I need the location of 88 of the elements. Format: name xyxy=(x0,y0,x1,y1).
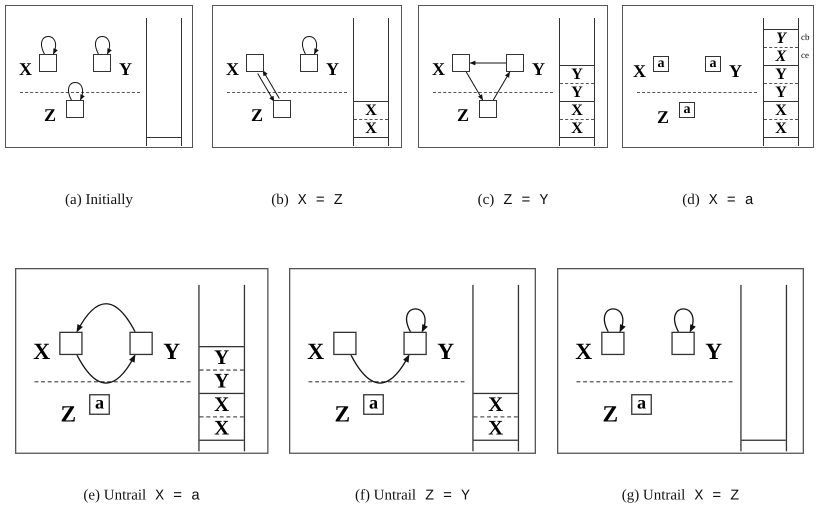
variable-cell: a xyxy=(631,394,652,415)
trail-stack xyxy=(559,18,595,146)
trail-entry: Y xyxy=(764,83,798,101)
trail-stack xyxy=(198,284,246,452)
trail-entry: X xyxy=(474,392,518,416)
variable-cell xyxy=(93,54,111,72)
variable-cell xyxy=(333,332,357,356)
variable-label: Z xyxy=(60,402,76,426)
variable-cell xyxy=(506,54,524,72)
variable-label: Z xyxy=(602,402,618,426)
trail-entry: X xyxy=(764,119,798,137)
pointer-arrow xyxy=(674,308,696,332)
pointer-arrow xyxy=(76,303,136,332)
pointer-arrow xyxy=(40,36,58,55)
pointer-arrow xyxy=(68,82,84,101)
panel-caption: (d) X = a xyxy=(681,192,755,209)
variable-label: Y xyxy=(437,340,454,363)
variable-label: Z xyxy=(657,108,670,126)
trail-stack xyxy=(353,18,389,146)
variable-cell xyxy=(671,332,695,356)
variable-cell xyxy=(129,332,153,356)
pointer-arrow xyxy=(350,354,410,384)
variable-label: Z xyxy=(251,106,264,124)
variable-cell xyxy=(59,332,83,356)
pointer-arrow xyxy=(302,36,318,55)
variable-label: Y xyxy=(119,60,132,78)
variable-label: Y xyxy=(729,62,742,80)
variable-cell xyxy=(403,332,427,356)
variable-cell: a xyxy=(89,394,110,415)
pointer-arrow xyxy=(469,60,506,66)
variable-label: X xyxy=(307,340,324,363)
trail-entry: X xyxy=(354,101,388,119)
variable-cell xyxy=(601,332,625,356)
variable-label: X xyxy=(432,60,445,78)
trail-entry: Y xyxy=(764,65,798,83)
panel-caption: (a) Initially xyxy=(64,192,134,209)
pointer-arrow xyxy=(94,36,112,55)
entry-note: cb xyxy=(801,32,810,42)
variable-label: Y xyxy=(326,60,339,78)
trail-entry: X xyxy=(354,119,388,137)
trail-entry: X xyxy=(560,119,594,137)
variable-cell xyxy=(452,54,470,72)
pointer-arrow xyxy=(604,308,626,332)
trail-entry: Y xyxy=(200,346,244,370)
trail-stack xyxy=(472,284,520,452)
pointer-arrow xyxy=(406,308,428,332)
trail-entry: X xyxy=(560,101,594,119)
trail-entry: X xyxy=(200,392,244,416)
panel-caption: (g) Untrail X = Z xyxy=(620,488,740,505)
variable-cell xyxy=(273,100,291,118)
trail-entry: Y xyxy=(560,83,594,101)
panel-caption: (f) Untrail Z = Y xyxy=(354,488,471,505)
variable-label: X xyxy=(33,340,50,363)
trail-stack xyxy=(740,284,788,452)
variable-label: Y xyxy=(532,60,545,78)
variable-label: Z xyxy=(44,106,56,124)
variable-label: X xyxy=(575,340,592,363)
trail-entry: X xyxy=(200,416,244,440)
variable-label: Y xyxy=(163,340,180,363)
panel-caption: (e) Untrail X = a xyxy=(82,488,202,505)
panel-caption: (c) Z = Y xyxy=(476,192,550,209)
variable-cell: a xyxy=(679,102,695,118)
trail-entry: X xyxy=(764,101,798,119)
variable-cell xyxy=(246,54,264,72)
trail-stack xyxy=(146,18,182,146)
variable-cell xyxy=(39,54,57,72)
variable-label: X xyxy=(633,62,646,80)
trail-entry: Y xyxy=(560,65,594,83)
variable-label: X xyxy=(19,60,32,78)
entry-note: ce xyxy=(801,50,809,60)
trail-entry: X xyxy=(474,416,518,440)
pointer-arrow xyxy=(257,73,275,102)
variable-label: Z xyxy=(334,402,350,426)
variable-cell: a xyxy=(705,56,721,72)
variable-cell xyxy=(300,54,318,72)
panel-caption: (b) X = Z xyxy=(270,192,344,209)
variable-cell: a xyxy=(363,394,384,415)
variable-cell: a xyxy=(653,56,669,72)
variable-cell xyxy=(66,100,84,118)
pointer-arrow xyxy=(466,72,484,101)
pointer-arrow xyxy=(492,71,510,100)
variable-label: Y xyxy=(705,340,722,363)
pointer-arrow xyxy=(262,70,280,99)
trail-entry: Y xyxy=(200,369,244,393)
variable-label: Z xyxy=(457,106,470,124)
variable-cell xyxy=(479,100,497,118)
variable-label: X xyxy=(226,60,239,78)
pointer-arrow xyxy=(76,354,136,384)
